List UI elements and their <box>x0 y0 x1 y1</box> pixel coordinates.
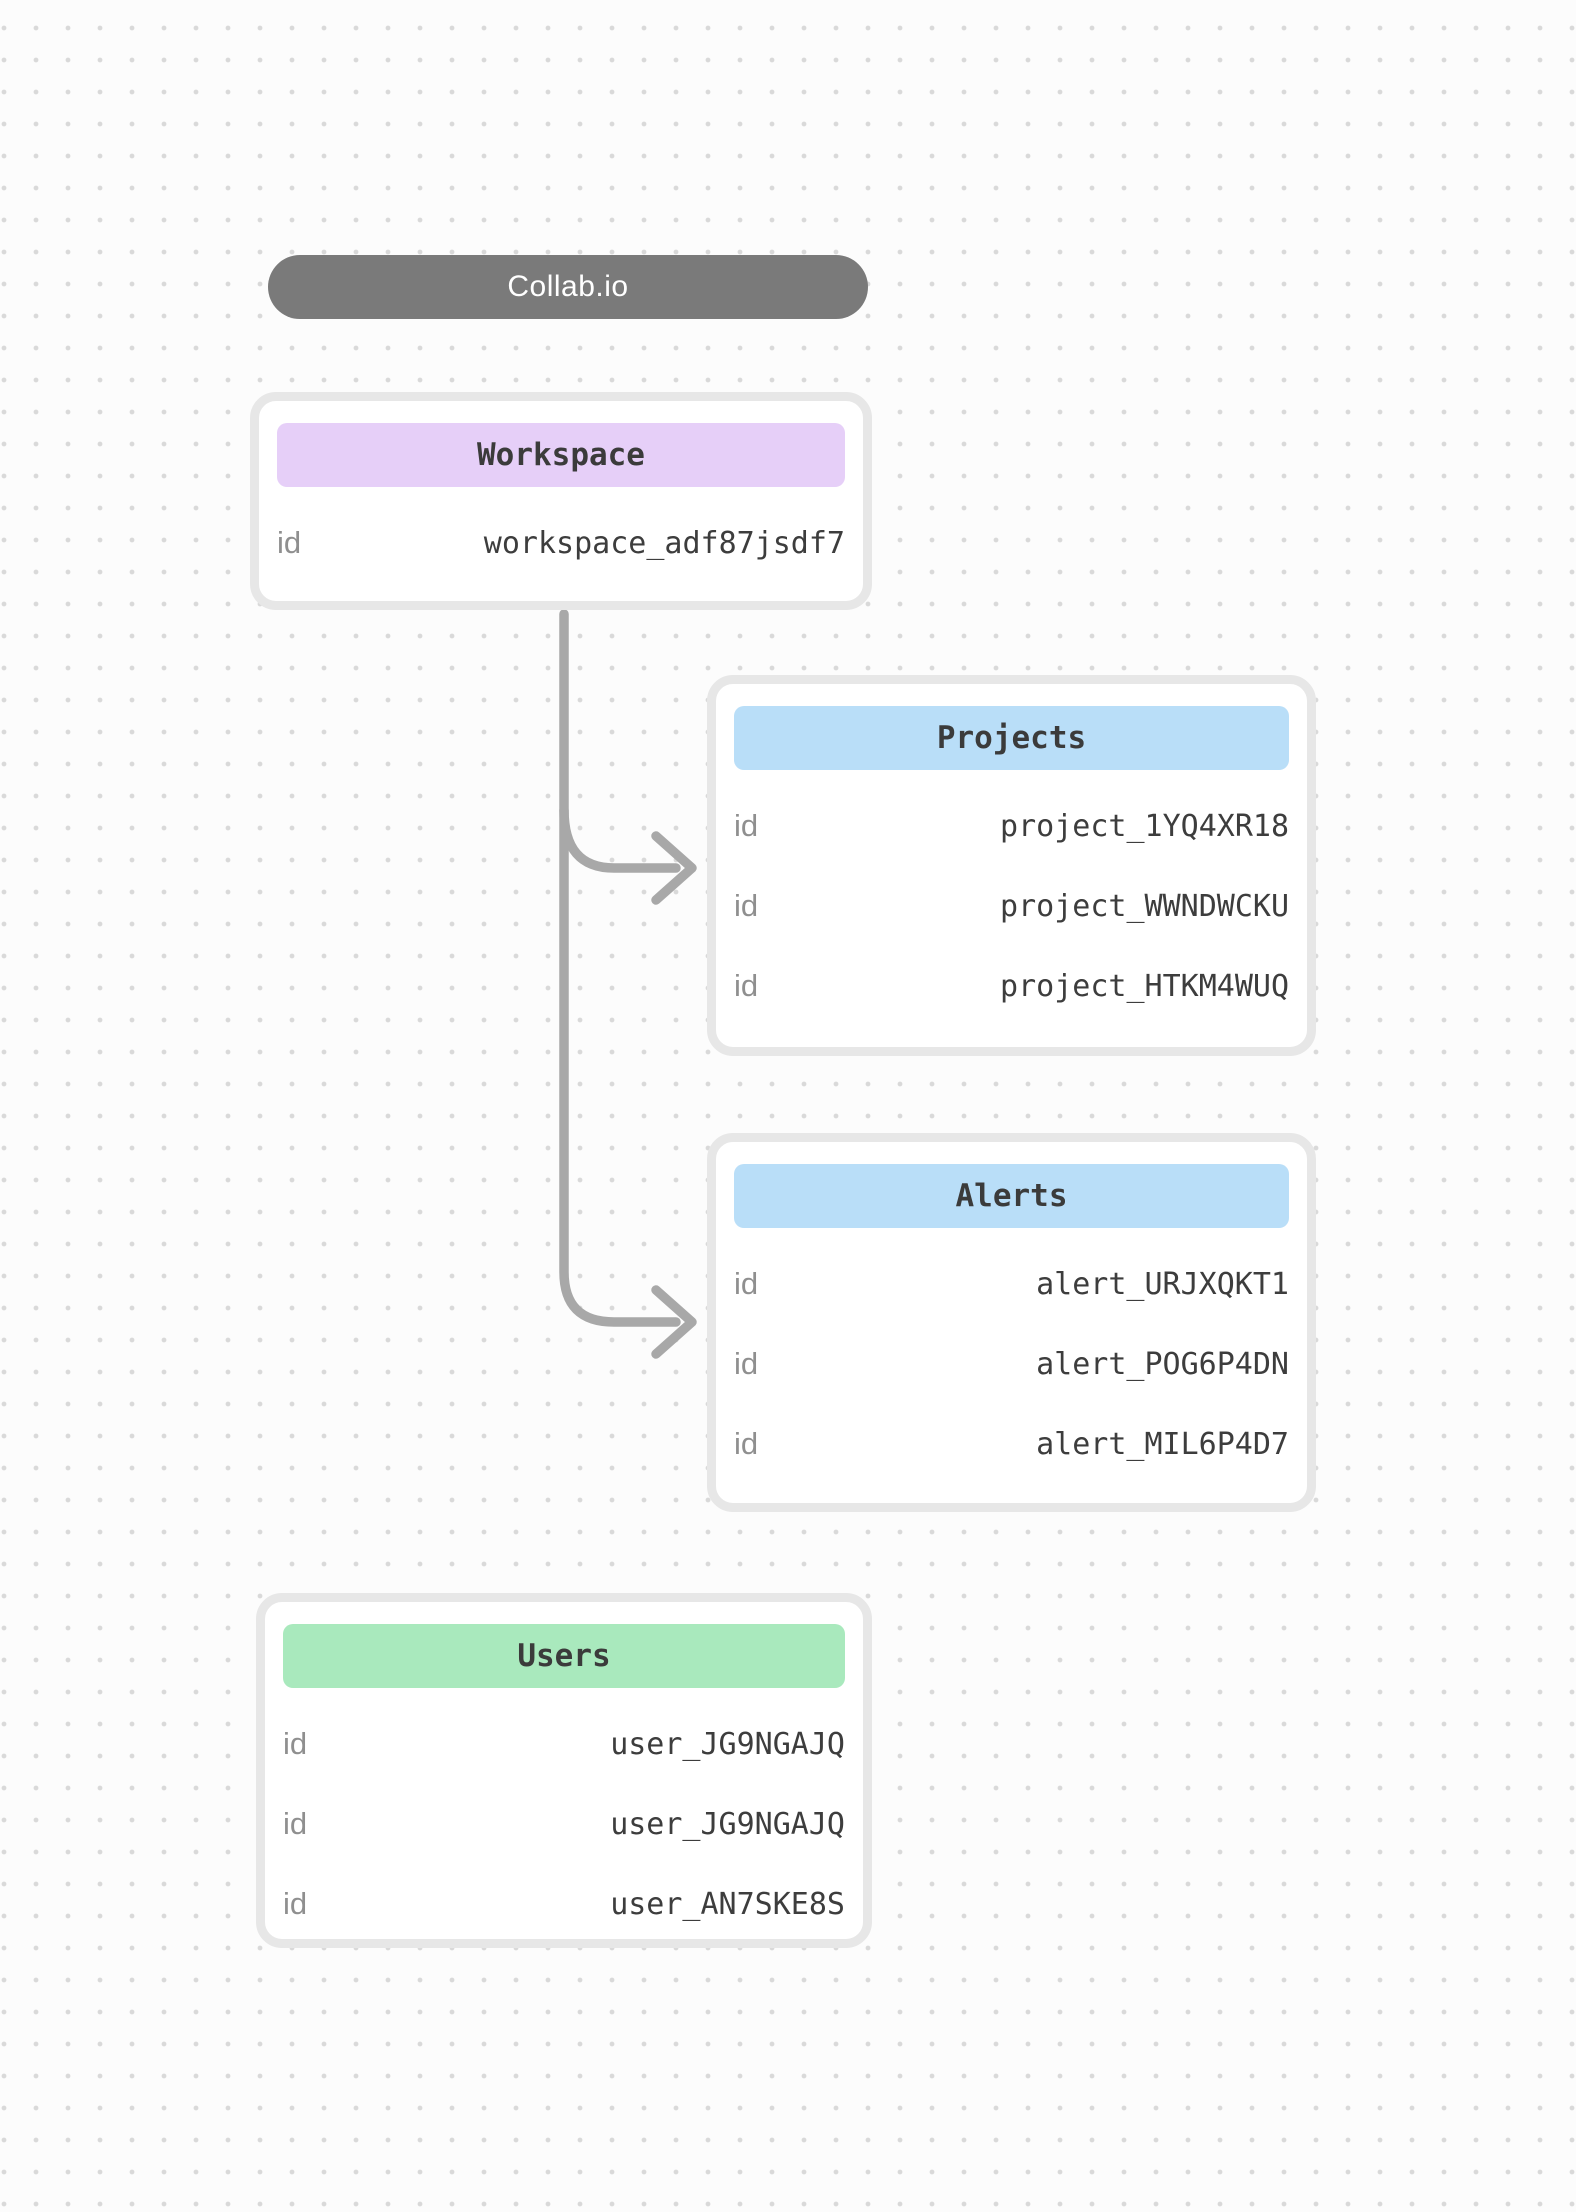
field-row: id workspace_adf87jsdf7 <box>277 503 845 583</box>
entity-header-alerts: Alerts <box>734 1164 1289 1228</box>
field-key: id <box>283 1886 308 1921</box>
field-key: id <box>734 888 759 923</box>
field-value: user_JG9NGAJQ <box>610 1806 845 1842</box>
connector-workspace-projects <box>559 805 681 873</box>
entity-header-workspace: Workspace <box>277 423 845 487</box>
entity-card-projects[interactable]: Projects id project_1YQ4XR18 id project_… <box>707 675 1316 1056</box>
field-key: id <box>734 1426 759 1461</box>
arrowhead-alerts-icon <box>651 1285 697 1359</box>
field-key: id <box>277 525 302 560</box>
arrowhead-projects-icon <box>651 831 697 905</box>
field-value: user_AN7SKE8S <box>610 1886 845 1922</box>
field-row: id alert_POG6P4DN <box>734 1324 1289 1404</box>
field-rows: id workspace_adf87jsdf7 <box>277 503 845 583</box>
field-row: id alert_MIL6P4D7 <box>734 1404 1289 1484</box>
field-row: id project_WWNDWCKU <box>734 866 1289 946</box>
field-row: id user_AN7SKE8S <box>283 1864 845 1944</box>
field-key: id <box>734 968 759 1003</box>
field-row: id alert_URJXQKT1 <box>734 1244 1289 1324</box>
field-value: alert_POG6P4DN <box>1036 1346 1289 1382</box>
field-row: id project_1YQ4XR18 <box>734 786 1289 866</box>
field-rows: id user_JG9NGAJQ id user_JG9NGAJQ id use… <box>283 1704 845 1944</box>
field-rows: id alert_URJXQKT1 id alert_POG6P4DN id a… <box>734 1244 1289 1484</box>
field-rows: id project_1YQ4XR18 id project_WWNDWCKU … <box>734 786 1289 1026</box>
connector-workspace-alerts <box>559 609 681 1327</box>
field-value: alert_MIL6P4D7 <box>1036 1426 1289 1462</box>
field-value: user_JG9NGAJQ <box>610 1726 845 1762</box>
field-value: alert_URJXQKT1 <box>1036 1266 1289 1302</box>
field-key: id <box>734 1266 759 1301</box>
field-value: project_1YQ4XR18 <box>1000 808 1289 844</box>
entity-header-users: Users <box>283 1624 845 1688</box>
entity-header-projects: Projects <box>734 706 1289 770</box>
field-row: id user_JG9NGAJQ <box>283 1784 845 1864</box>
field-key: id <box>283 1806 308 1841</box>
app-title: Collab.io <box>507 270 629 303</box>
field-key: id <box>734 1346 759 1381</box>
app-title-pill[interactable]: Collab.io <box>268 255 868 319</box>
field-row: id user_JG9NGAJQ <box>283 1704 845 1784</box>
field-key: id <box>734 808 759 843</box>
field-value: project_WWNDWCKU <box>1000 888 1289 924</box>
entity-card-workspace[interactable]: Workspace id workspace_adf87jsdf7 <box>250 392 872 610</box>
field-row: id project_HTKM4WUQ <box>734 946 1289 1026</box>
field-value: workspace_adf87jsdf7 <box>483 525 845 561</box>
entity-card-users[interactable]: Users id user_JG9NGAJQ id user_JG9NGAJQ … <box>256 1593 872 1948</box>
field-value: project_HTKM4WUQ <box>1000 968 1289 1004</box>
field-key: id <box>283 1726 308 1761</box>
entity-card-alerts[interactable]: Alerts id alert_URJXQKT1 id alert_POG6P4… <box>707 1133 1316 1512</box>
